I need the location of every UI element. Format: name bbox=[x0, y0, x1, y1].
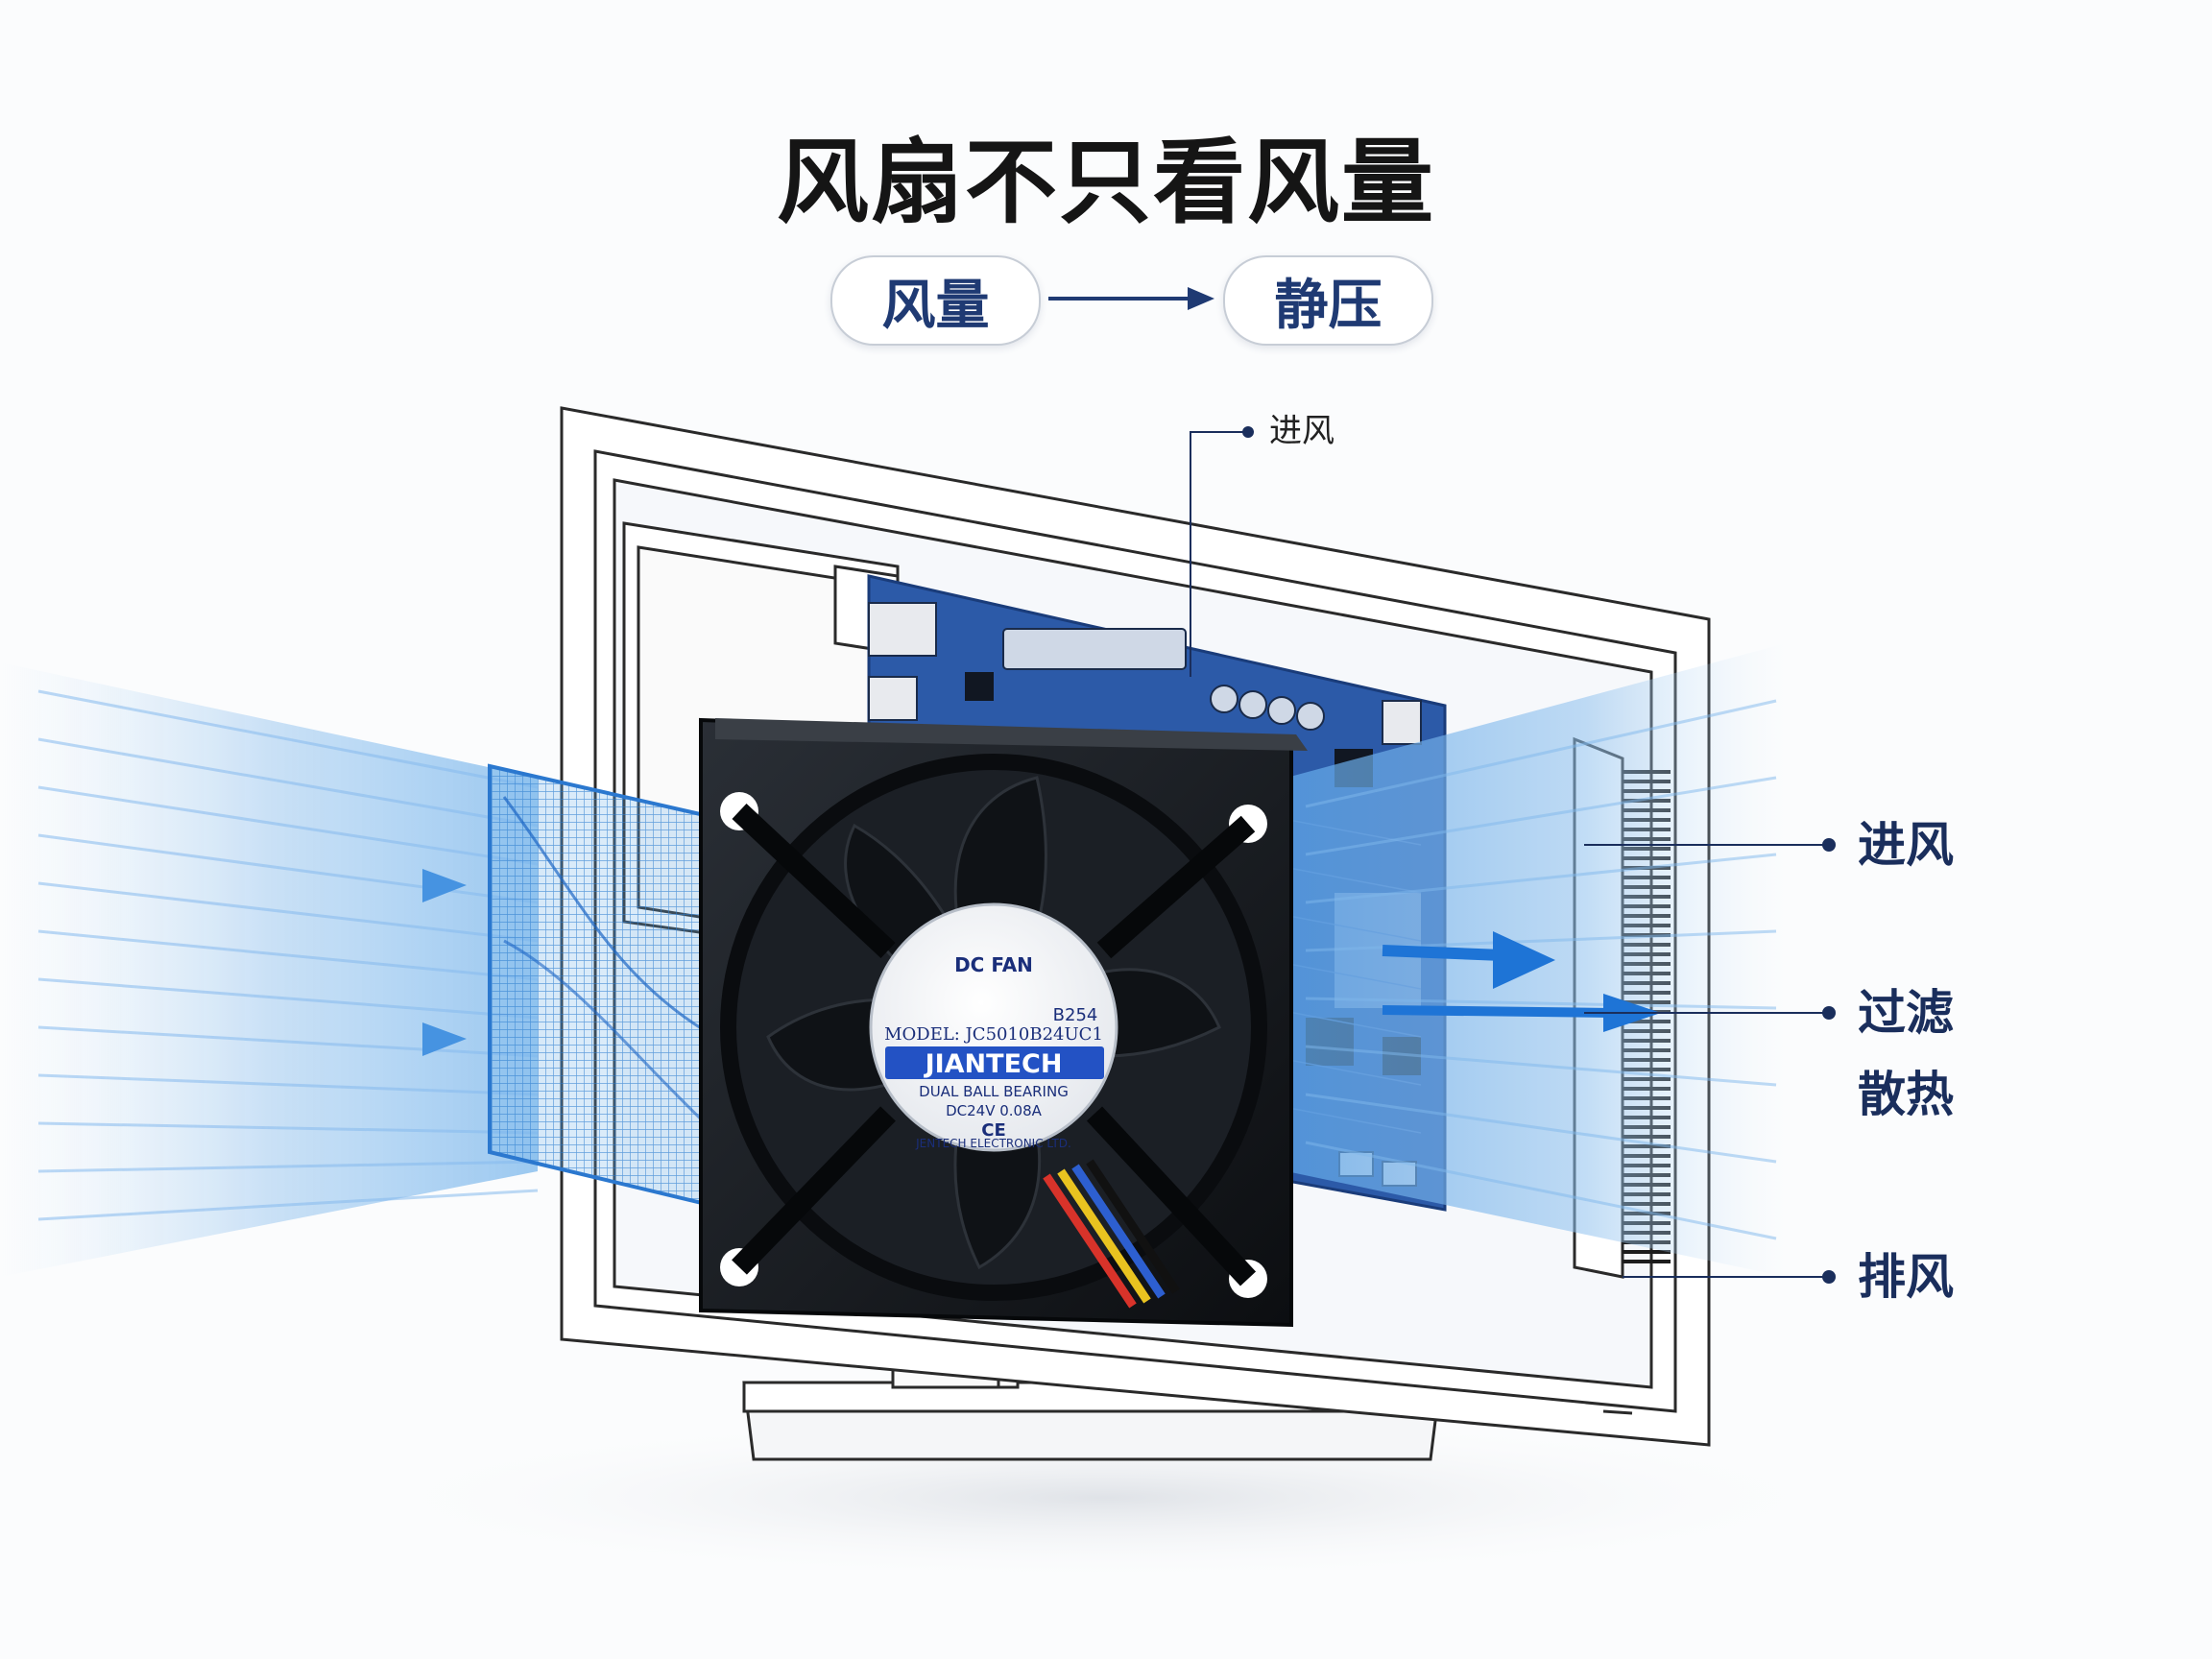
callout-intake: 进风 bbox=[1858, 817, 1954, 873]
fan-model-text: MODEL: JC5010B24UC1 bbox=[884, 1024, 1103, 1045]
page-title: 风扇不只看风量 bbox=[777, 129, 1435, 236]
fan-ce-mark: CE bbox=[981, 1120, 1006, 1141]
fan-sticker-text: DC FAN B254 MODEL: JC5010B24UC1 JIANTECH… bbox=[884, 953, 1104, 1150]
fan-type-text: DC FAN bbox=[954, 953, 1033, 976]
cooling-fan bbox=[699, 717, 1308, 1328]
dust-filter-panel bbox=[488, 763, 732, 1213]
exhaust-arrow-upper bbox=[1493, 931, 1555, 989]
fan-brand-text: JIANTECH bbox=[924, 1049, 1063, 1079]
callout-filter: 过滤 bbox=[1858, 985, 1954, 1041]
static-pressure-pill: 静压 bbox=[1223, 255, 1433, 346]
callout-cooling: 散热 bbox=[1858, 1067, 1954, 1122]
fan-maker-text: JENTECH ELECTRONIC LTD. bbox=[915, 1137, 1071, 1150]
airflow-pill: 风量 bbox=[830, 255, 1041, 346]
callout-dots bbox=[1242, 426, 1836, 1284]
airflow-exhaust-streams bbox=[1286, 643, 1786, 1277]
fan-hub-label bbox=[869, 902, 1118, 1152]
fan-bearing-text: DUAL BALL BEARING bbox=[919, 1083, 1069, 1100]
intake-arrow-upper bbox=[422, 869, 467, 902]
ground-shadow bbox=[317, 1411, 1891, 1584]
fan-code-text: B254 bbox=[1053, 1005, 1098, 1025]
intake-arrow-lower bbox=[422, 1022, 467, 1056]
fan-rating-text: DC24V 0.08A bbox=[946, 1102, 1043, 1119]
callout-exhaust: 排风 bbox=[1858, 1249, 1954, 1305]
airflow-intake-streams bbox=[0, 662, 539, 1277]
callout-leader-lines bbox=[1190, 431, 1829, 1278]
callout-top-intake: 进风 bbox=[1269, 412, 1334, 450]
flow-arrow-icon bbox=[1048, 287, 1214, 310]
